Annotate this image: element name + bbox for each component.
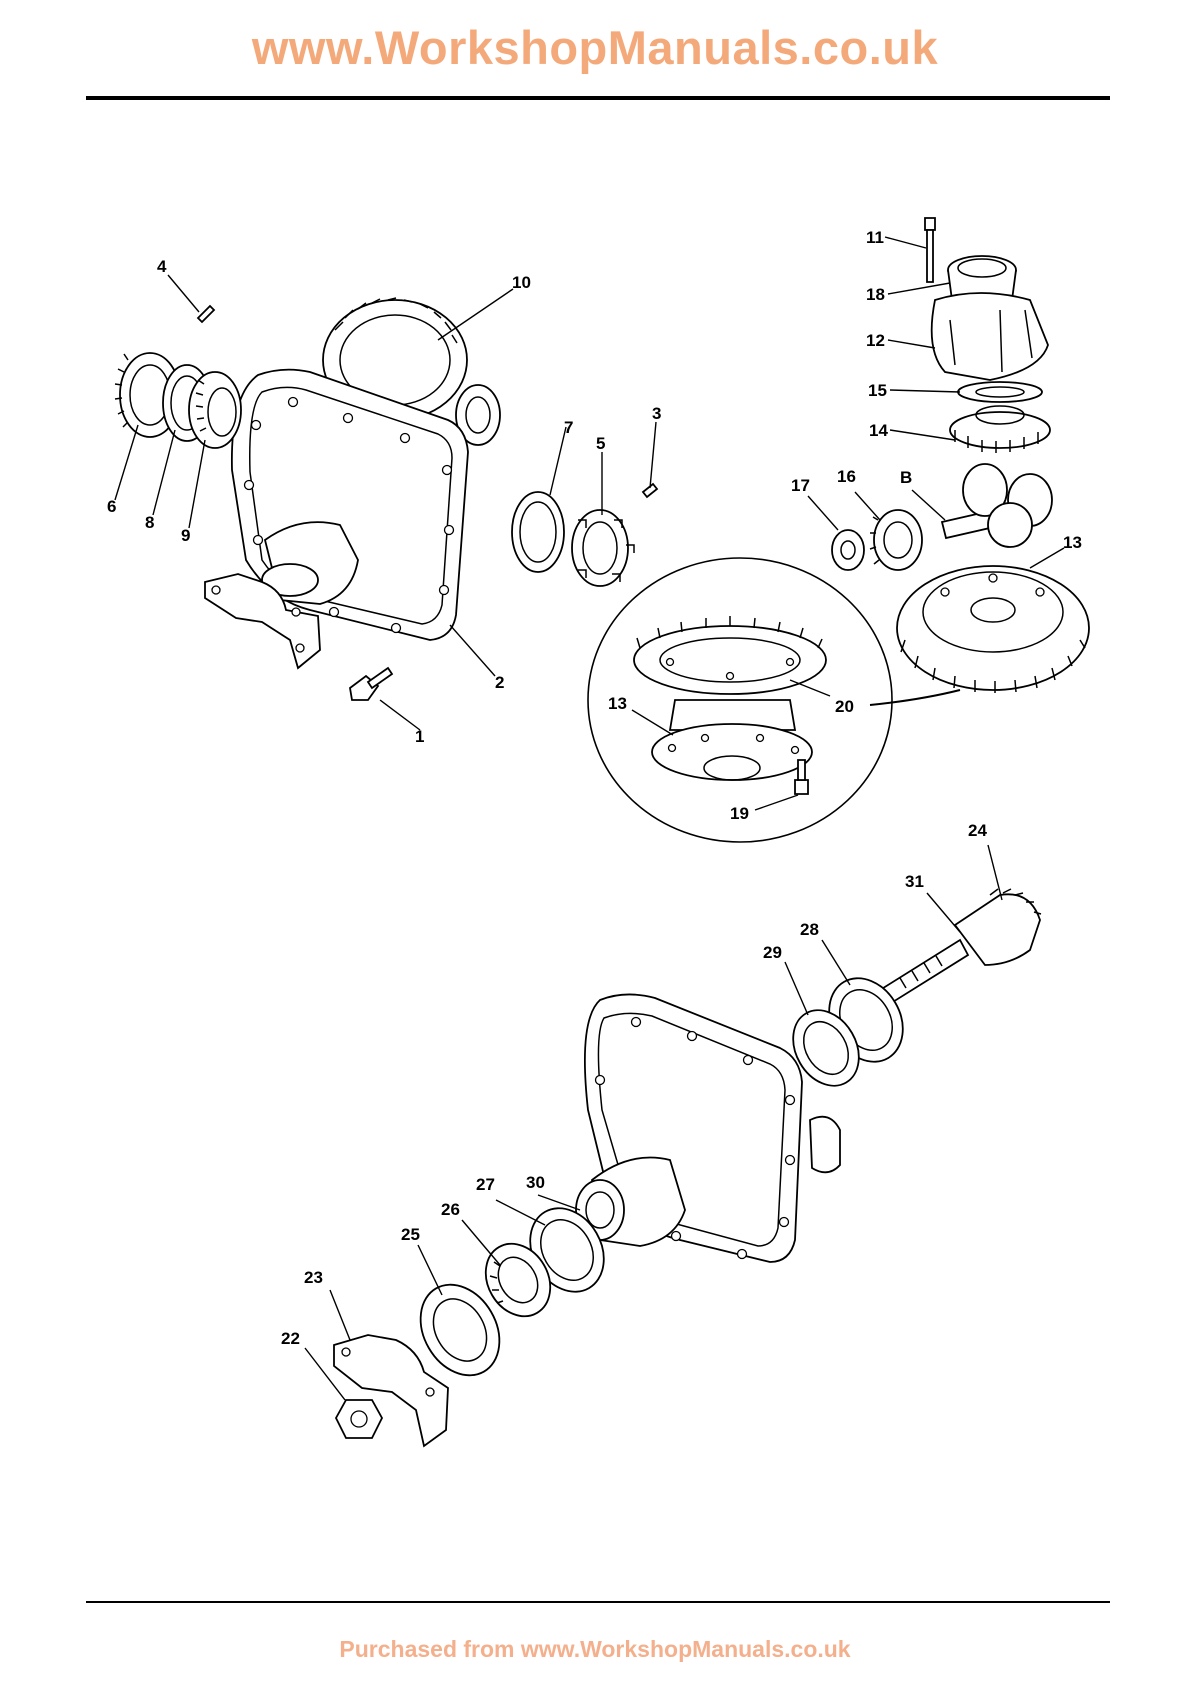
watermark-footer: Purchased from www.WorkshopManuals.co.uk: [0, 1636, 1190, 1663]
callout-18: 18: [866, 285, 885, 304]
callout-23: 23: [304, 1268, 323, 1287]
callout-17: 17: [791, 476, 810, 495]
front-bearing-stack: [405, 1195, 619, 1390]
callout-12: 12: [866, 331, 885, 350]
callout-11: 11: [866, 228, 884, 247]
callout-5: 5: [596, 434, 605, 453]
callout-16: 16: [837, 467, 856, 486]
callout-1: 1: [415, 727, 424, 746]
callout-20: 20: [835, 697, 854, 716]
part-pin-4: [198, 306, 214, 322]
callout-13-inset: 13: [608, 694, 627, 713]
part-bolt-1: [350, 668, 392, 700]
callout-b: B: [900, 468, 912, 487]
crown-wheel: [897, 566, 1089, 693]
callout-2: 2: [495, 673, 504, 692]
callout-14: 14: [869, 421, 888, 440]
pinion-shaft: [880, 889, 1041, 1005]
callout-29: 29: [763, 943, 782, 962]
callout-26: 26: [441, 1200, 460, 1219]
callout-31: 31: [905, 872, 924, 891]
inset-detail: [588, 558, 960, 842]
side-bearing-stack: [115, 353, 241, 448]
adjuster-parts: [512, 484, 657, 586]
callout-25: 25: [401, 1225, 420, 1244]
callout-15: 15: [868, 381, 887, 400]
callout-3: 3: [652, 404, 661, 423]
upper-housing: [205, 298, 500, 668]
diff-case-upper: [925, 218, 1050, 453]
callout-30: 30: [526, 1173, 545, 1192]
callout-10: 10: [512, 273, 531, 292]
callout-27: 27: [476, 1175, 495, 1194]
callout-7: 7: [564, 418, 573, 437]
callout-22: 22: [281, 1329, 300, 1348]
callout-24: 24: [968, 821, 987, 840]
callout-13-crown: 13: [1063, 533, 1082, 552]
callout-19: 19: [730, 804, 749, 823]
callout-9: 9: [181, 526, 190, 545]
bottom-rule: [86, 1601, 1110, 1603]
callout-6: 6: [107, 497, 116, 516]
callout-4: 4: [157, 257, 167, 276]
callout-28: 28: [800, 920, 819, 939]
callout-8: 8: [145, 513, 154, 532]
